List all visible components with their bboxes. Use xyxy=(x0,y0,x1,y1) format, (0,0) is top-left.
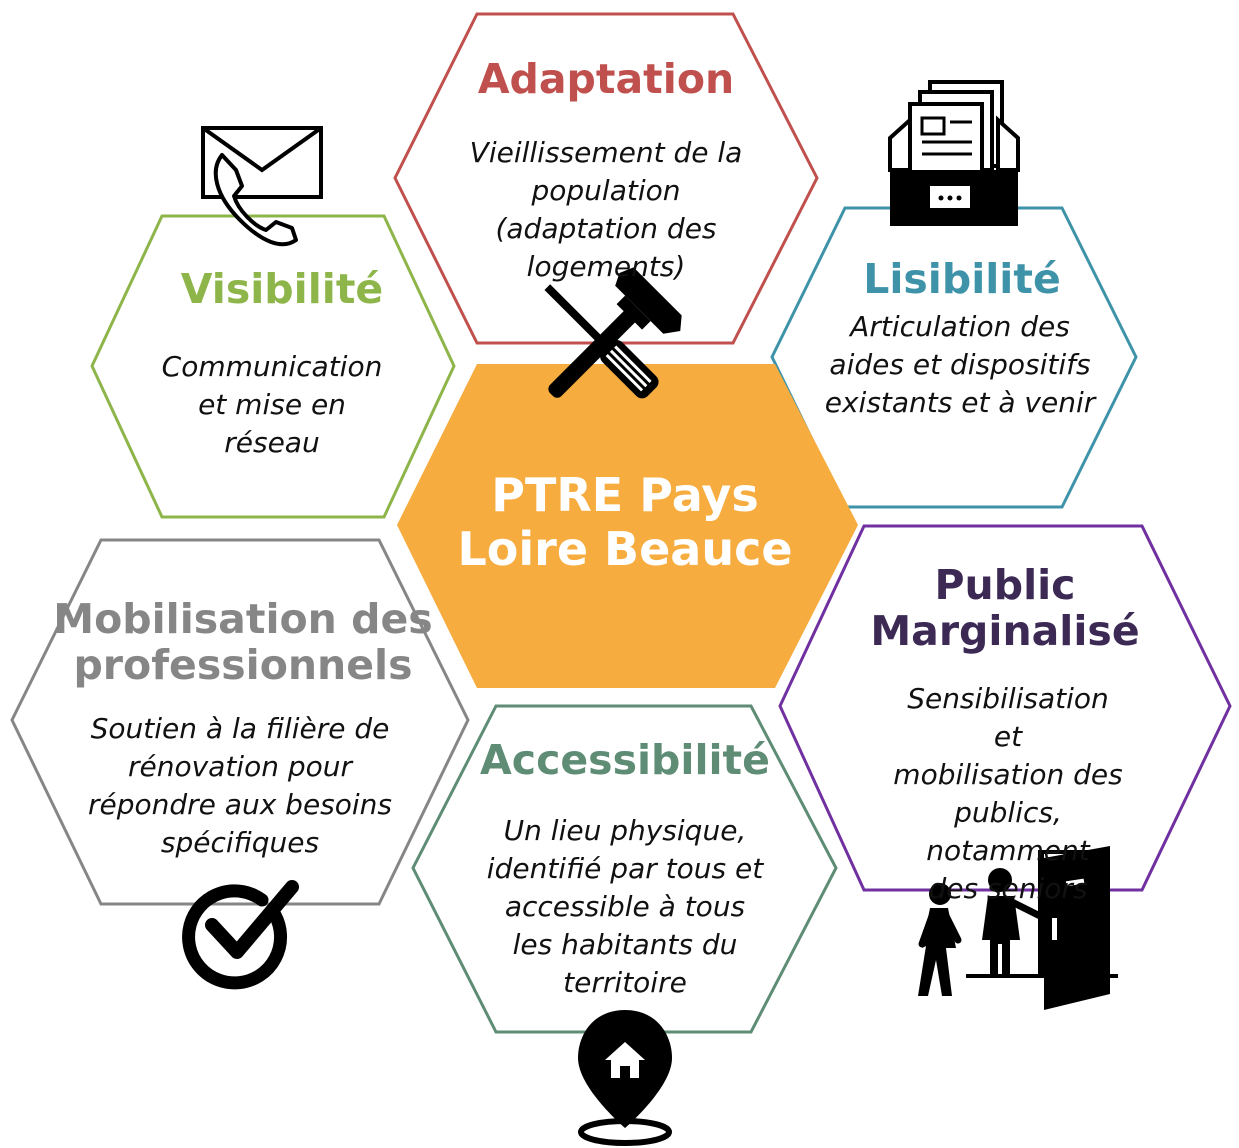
people-door-icon xyxy=(918,846,1118,1010)
description-accessibilite: Un lieu physique, identifié par tous et … xyxy=(486,814,764,999)
hexagon-adaptation xyxy=(393,12,819,345)
hexagon-mobilisation xyxy=(10,538,470,906)
hexagon-public xyxy=(778,524,1232,892)
hexagon-center xyxy=(397,364,858,688)
description-adaptation: Vieillissement de la population (adaptat… xyxy=(469,136,743,283)
hexagon-visibilite xyxy=(90,214,456,519)
hexagon-lisibilite xyxy=(770,206,1138,509)
center-title: PTRE Pays Loire Beauce xyxy=(457,468,793,576)
home-pin-icon xyxy=(578,1010,672,1146)
check-circle-icon xyxy=(182,880,299,990)
title-mobilisation: Mobilisation des professionnels xyxy=(53,595,433,689)
description-public: Sensibilisation et mobilisation des publ… xyxy=(893,682,1123,905)
title-accessibilite: Accessibilité xyxy=(480,736,770,784)
tools-icon xyxy=(544,267,682,399)
mail-phone-icon xyxy=(201,126,323,247)
title-adaptation: Adaptation xyxy=(477,55,735,103)
title-visibilite: Visibilité xyxy=(180,265,384,313)
title-public: Public Marginalisé xyxy=(870,561,1140,655)
description-lisibilite: Articulation des aides et dispositifs ex… xyxy=(824,310,1096,419)
title-lisibilite: Lisibilité xyxy=(863,255,1061,303)
description-mobilisation: Soutien à la filière de rénovation pour … xyxy=(87,712,393,859)
file-drawer-icon xyxy=(888,80,1020,226)
description-visibilite: Communication et mise en réseau xyxy=(161,350,383,459)
hexagon-accessibilite xyxy=(411,704,838,1034)
